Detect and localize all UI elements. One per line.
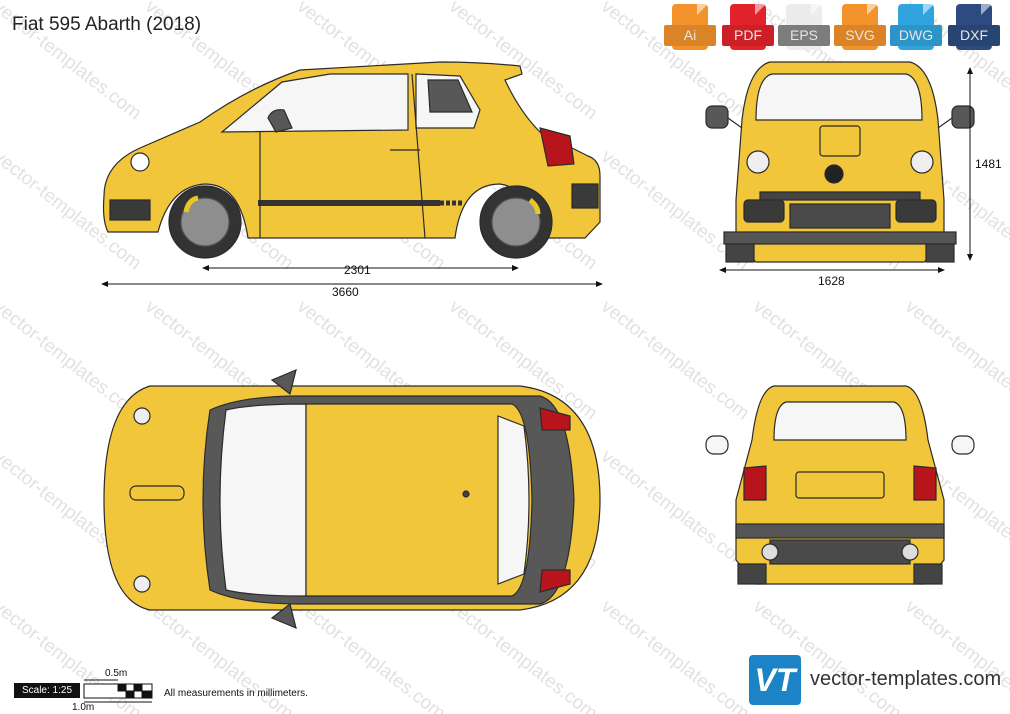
format-icons: Ai PDF EPS SVG DWG DXF (664, 4, 1006, 54)
dxf-file-label: DXF (948, 25, 1000, 46)
pdf-file-icon[interactable]: PDF (722, 4, 774, 54)
ai-file-label: Ai (664, 25, 716, 46)
page-title: Fiat 595 Abarth (2018) (12, 14, 202, 35)
dwg-file-icon[interactable]: DWG (890, 4, 942, 54)
eps-file-label: EPS (778, 25, 830, 46)
length-label: 3660 (332, 285, 359, 299)
pdf-file-label: PDF (722, 25, 774, 46)
svg-file-label: SVG (834, 25, 886, 46)
scale-label: Scale: 1:25 (14, 683, 80, 698)
width-label: 1628 (818, 274, 845, 288)
dimension-lines (101, 67, 973, 287)
svg-file-icon[interactable]: SVG (834, 4, 886, 54)
front-view (705, 61, 975, 263)
eps-file-icon[interactable]: EPS (778, 4, 830, 54)
rear-view (705, 385, 975, 585)
wheelbase-label: 2301 (344, 263, 371, 277)
side-view (102, 61, 601, 259)
ai-file-icon[interactable]: Ai (664, 4, 716, 54)
scale-bar (83, 679, 153, 703)
dxf-file-icon[interactable]: DXF (948, 4, 1000, 54)
site-link[interactable]: vector-templates.com (810, 668, 1002, 690)
vt-logo-icon[interactable]: VT (749, 655, 801, 705)
one-meter-label: 1.0m (72, 702, 95, 713)
half-meter-label: 0.5m (105, 668, 128, 679)
height-label: 1481 (975, 157, 1002, 171)
dwg-file-label: DWG (890, 25, 942, 46)
measurement-note: All measurements in millimeters. (164, 688, 308, 699)
top-view (103, 368, 601, 630)
